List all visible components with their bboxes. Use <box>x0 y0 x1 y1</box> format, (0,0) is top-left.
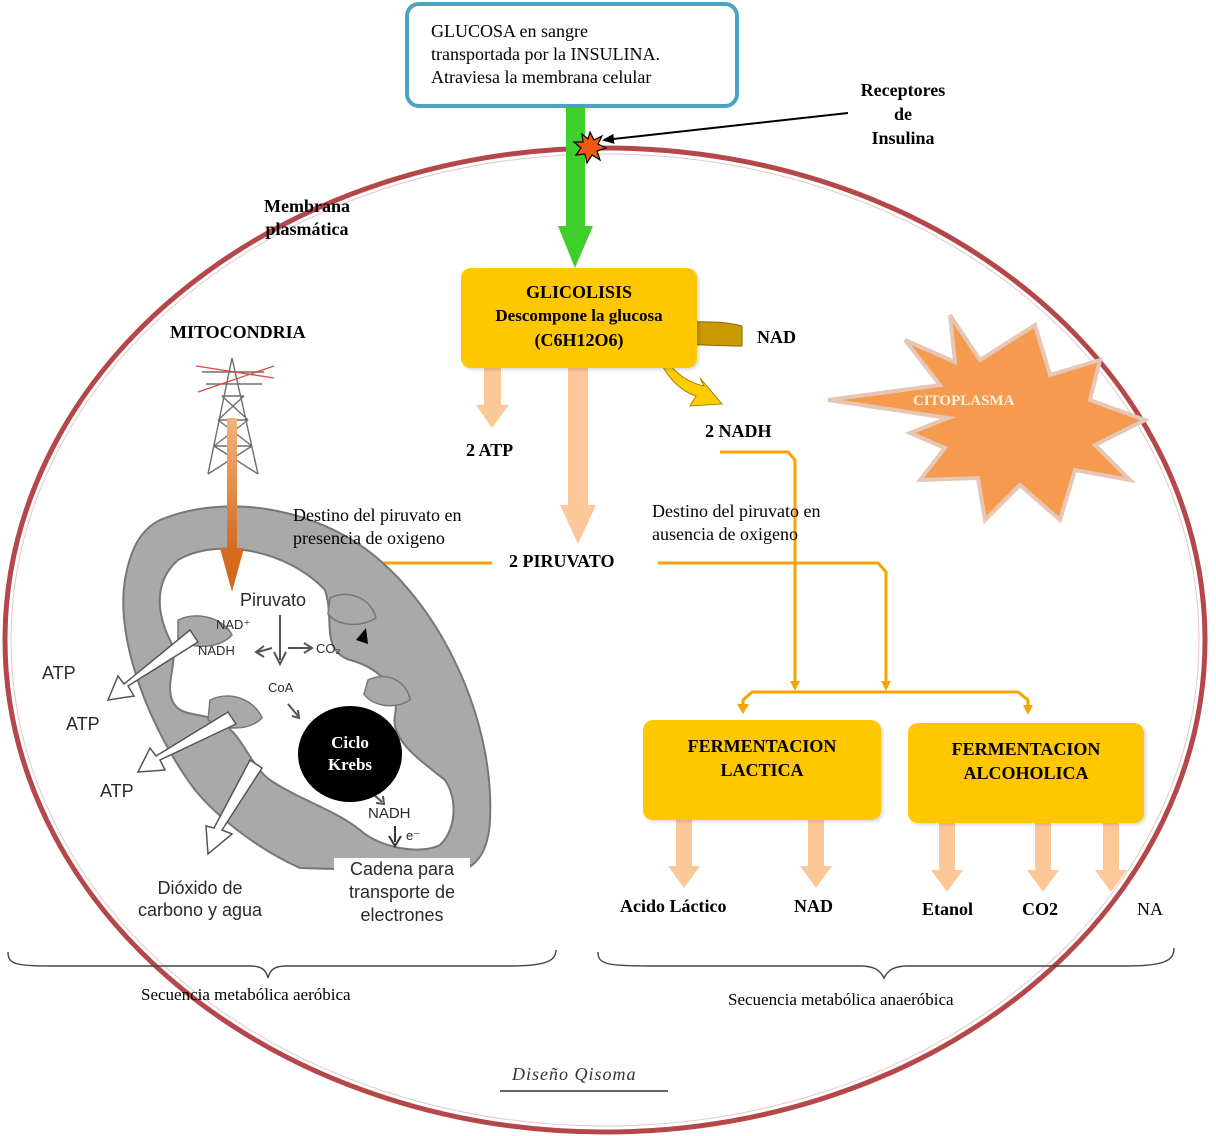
anaerobic-brace <box>597 947 1175 980</box>
anaerobic-note-line-2: ausencia de oxigeno <box>652 524 798 544</box>
anaerobic-note-line-1: Destino del piruvato en <box>652 501 821 521</box>
receptor-star-icon <box>572 130 608 165</box>
mito-piruvato: Piruvato <box>240 590 307 610</box>
power-pylon-icon <box>195 357 275 592</box>
glycolysis-line-1: GLICOLISIS <box>525 282 633 302</box>
glycolysis-line-3: (C6H12O6) <box>534 330 624 350</box>
electron-down-arrow <box>388 826 402 848</box>
aerobic-note-line-1: Destino del piruvato en <box>293 505 462 525</box>
mito-nad-plus: NAD⁺ <box>216 617 251 632</box>
lactic-output-1: Acido Láctico <box>620 896 727 916</box>
pyruvate-label: 2 PIRUVATO <box>509 551 615 571</box>
receptors-line-1: Receptores <box>860 80 946 100</box>
krebs-cycle-circle <box>298 706 402 802</box>
mito-atp-2: ATP <box>66 714 100 734</box>
pyruvate-arrow-head <box>560 505 596 544</box>
krebs-line-1: Ciclo <box>331 733 369 752</box>
anaerobic-sequence-label: Secuencia metabólica anaeróbica <box>728 990 954 1009</box>
aerobic-note: Destino del piruvato en presencia de oxi… <box>293 504 461 550</box>
receptor-pointer-line <box>602 112 849 144</box>
mito-pointer-triangle <box>356 628 368 644</box>
nadh-label: 2 NADH <box>705 421 772 441</box>
cytoplasm-burst <box>827 313 1151 525</box>
glucose-box: GLUCOSA en sangre transportada por la IN… <box>405 2 739 108</box>
nad-curve-bottom <box>655 347 724 407</box>
alcoholic-line-2: ALCOHOLICA <box>963 763 1089 783</box>
co2-export-arrow <box>205 758 264 856</box>
glycolysis-line-2: Descompone la glucosa <box>495 306 663 325</box>
lactic-output-arrows <box>668 818 832 888</box>
alcoholic-output-1: Etanol <box>922 899 974 919</box>
anaerobic-note: Destino del piruvato en ausencia de oxig… <box>652 500 820 546</box>
krebs-line-2: Krebs <box>327 755 373 774</box>
alcoholic-line-1: FERMENTACION <box>951 739 1101 759</box>
co2-water-line-1: Dióxido de <box>157 878 243 898</box>
pyruvate-arrow-shaft <box>568 368 588 508</box>
cytoplasm-label: CITOPLASMA <box>913 393 1015 409</box>
cell-membrane-inner <box>10 153 1200 1127</box>
nadh-flow-line <box>720 450 800 691</box>
mitochondria-label: MITOCONDRIA <box>170 322 306 342</box>
mitochondria-illustration <box>106 505 492 874</box>
chain-line-3: electrones <box>360 905 444 925</box>
receptors-label: Receptores de Insulina <box>842 78 964 150</box>
membrane-line-2: plasmática <box>265 219 349 239</box>
piruvato-down-arrow <box>273 615 287 667</box>
membrane-line-1: Membrana <box>264 196 350 216</box>
alcoholic-fermentation-box: FERMENTACION ALCOHOLICA <box>908 723 1144 823</box>
atp-export-arrow-2 <box>136 710 238 773</box>
mito-co2: CO₂ <box>316 641 341 656</box>
mito-nadh: NADH <box>198 643 235 658</box>
chain-line-2: transporte de <box>348 882 456 902</box>
glucose-arrow-head <box>558 226 593 268</box>
glucose-line-2: transportada por la INSULINA. <box>431 44 660 64</box>
receptors-line-3: Insulina <box>871 128 935 148</box>
mito-atp-1: ATP <box>42 663 76 683</box>
nadh-side-arrow <box>254 645 273 658</box>
lactic-line-2: LACTICA <box>720 760 804 780</box>
credit-label: Diseño Qisoma <box>512 1064 637 1084</box>
glycolysis-box: GLICOLISIS Descompone la glucosa (C6H12O… <box>461 268 697 368</box>
mito-electron-chain: Cadena para transporte de electrones <box>334 858 470 927</box>
lactic-output-2: NAD <box>794 896 833 916</box>
alcoholic-output-2: CO2 <box>1022 899 1058 919</box>
mito-nadh-lower: NADH <box>368 805 411 822</box>
crista-3 <box>327 593 377 626</box>
chain-line-1: Cadena para <box>349 859 455 879</box>
krebs-label: Ciclo Krebs <box>298 724 402 784</box>
alcoholic-output-arrows <box>931 822 1127 892</box>
coa-down-arrow <box>287 703 301 720</box>
atp-arrow-shaft <box>484 368 501 408</box>
co2-side-arrow <box>288 642 314 654</box>
glucose-arrow-shaft <box>566 108 585 230</box>
co2-water-line-2: carbono y agua <box>137 900 263 920</box>
alcoholic-output-3: NA <box>1137 899 1163 919</box>
receptors-line-2: de <box>894 104 912 124</box>
nad-top-label: NAD <box>757 327 796 347</box>
lactic-fermentation-box: FERMENTACION LACTICA <box>643 720 881 820</box>
aerobic-brace <box>7 949 557 979</box>
atp-export-arrow-1 <box>106 628 200 701</box>
fermentation-split-line <box>741 690 1033 715</box>
glucose-line-3: Atraviesa la membrana celular <box>431 67 652 87</box>
mito-coa: CoA <box>268 680 294 695</box>
glucose-line-1: GLUCOSA en sangre <box>431 21 588 41</box>
fermentation-split-left-head <box>737 704 749 714</box>
lactic-line-1: FERMENTACION <box>687 736 837 756</box>
mito-co2-water: Dióxido de carbono y agua <box>110 877 290 921</box>
mito-electron: e⁻ <box>406 828 421 843</box>
crista-4 <box>363 675 411 707</box>
aerobic-note-line-2: presencia de oxigeno <box>293 528 445 548</box>
atp-arrow-head <box>476 405 509 428</box>
anaerobic-flow-line <box>658 561 891 691</box>
atp-label: 2 ATP <box>466 440 514 460</box>
membrane-label: Membrana plasmática <box>250 195 364 241</box>
mito-atp-3: ATP <box>100 781 134 801</box>
aerobic-sequence-label: Secuencia metabólica aeróbica <box>141 985 351 1004</box>
